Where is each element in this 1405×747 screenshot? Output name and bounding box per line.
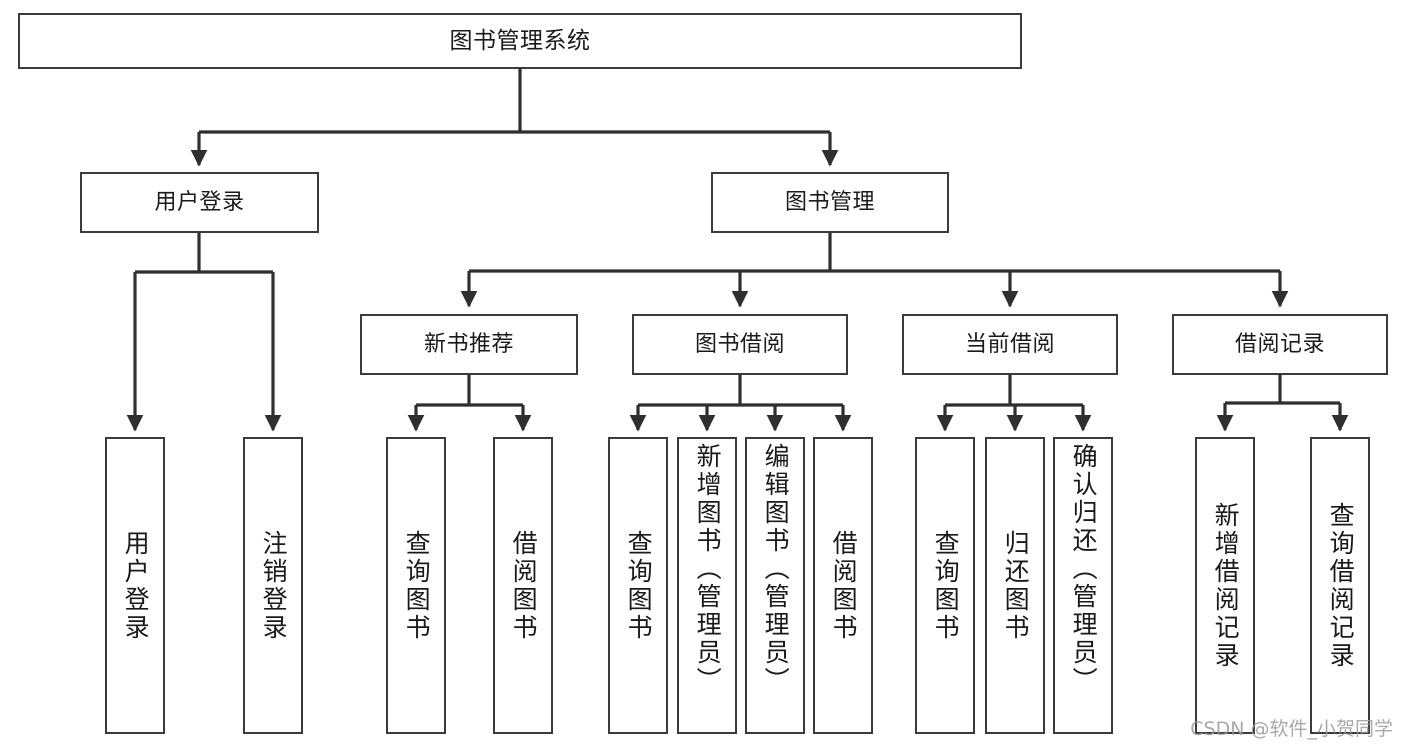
- node-book-borrow[interactable]: 图书借阅: [632, 314, 848, 375]
- leaf-new-book-borrow-book[interactable]: 借阅图书: [493, 437, 553, 734]
- node-label: 确认归还（管理员）: [1069, 443, 1099, 695]
- node-label: 新增图书（管理员）: [693, 443, 723, 695]
- node-borrow-record[interactable]: 借阅记录: [1172, 314, 1388, 375]
- node-current-borrow[interactable]: 当前借阅: [902, 314, 1118, 375]
- node-label: 当前借阅: [964, 331, 1055, 357]
- node-label: 查询借阅记录: [1326, 501, 1356, 670]
- node-label: 借阅记录: [1234, 331, 1325, 357]
- node-label: 查询图书: [931, 529, 961, 642]
- node-label: 图书管理: [784, 189, 875, 215]
- node-label: 图书借阅: [694, 331, 785, 357]
- leaf-borrow-record-add-record[interactable]: 新增借阅记录: [1195, 437, 1255, 734]
- leaf-book-borrow-borrow-book[interactable]: 借阅图书: [813, 437, 873, 734]
- node-label: 用户登录: [154, 189, 245, 215]
- node-root-book-management-system[interactable]: 图书管理系统: [18, 13, 1022, 69]
- node-user-login[interactable]: 用户登录: [80, 172, 319, 233]
- leaf-new-book-query-book[interactable]: 查询图书: [386, 437, 446, 734]
- leaf-user-login-login[interactable]: 用户登录: [105, 437, 165, 734]
- leaf-book-borrow-query-book[interactable]: 查询图书: [608, 437, 668, 734]
- node-label: 查询图书: [624, 529, 654, 642]
- leaf-user-login-logout[interactable]: 注销登录: [243, 437, 303, 734]
- leaf-book-borrow-edit-book-admin[interactable]: 编辑图书（管理员）: [745, 437, 805, 734]
- node-label: 借阅图书: [829, 529, 859, 642]
- leaf-book-borrow-add-book-admin[interactable]: 新增图书（管理员）: [677, 437, 737, 734]
- node-label: 编辑图书（管理员）: [761, 443, 791, 695]
- node-label: 归还图书: [1001, 529, 1031, 642]
- leaf-current-borrow-query-book[interactable]: 查询图书: [915, 437, 975, 734]
- node-label: 注销登录: [259, 529, 289, 642]
- node-label: 用户登录: [121, 529, 151, 642]
- node-label: 图书管理系统: [449, 27, 591, 54]
- node-label: 借阅图书: [509, 529, 539, 642]
- node-book-management[interactable]: 图书管理: [711, 172, 949, 233]
- node-label: 查询图书: [402, 529, 432, 642]
- leaf-current-borrow-return-book[interactable]: 归还图书: [985, 437, 1045, 734]
- node-label: 新书推荐: [423, 331, 514, 357]
- leaf-current-borrow-confirm-return-admin[interactable]: 确认归还（管理员）: [1053, 437, 1113, 734]
- node-new-book-recommendation[interactable]: 新书推荐: [360, 314, 578, 375]
- leaf-borrow-record-query-record[interactable]: 查询借阅记录: [1310, 437, 1370, 734]
- node-label: 新增借阅记录: [1211, 501, 1241, 670]
